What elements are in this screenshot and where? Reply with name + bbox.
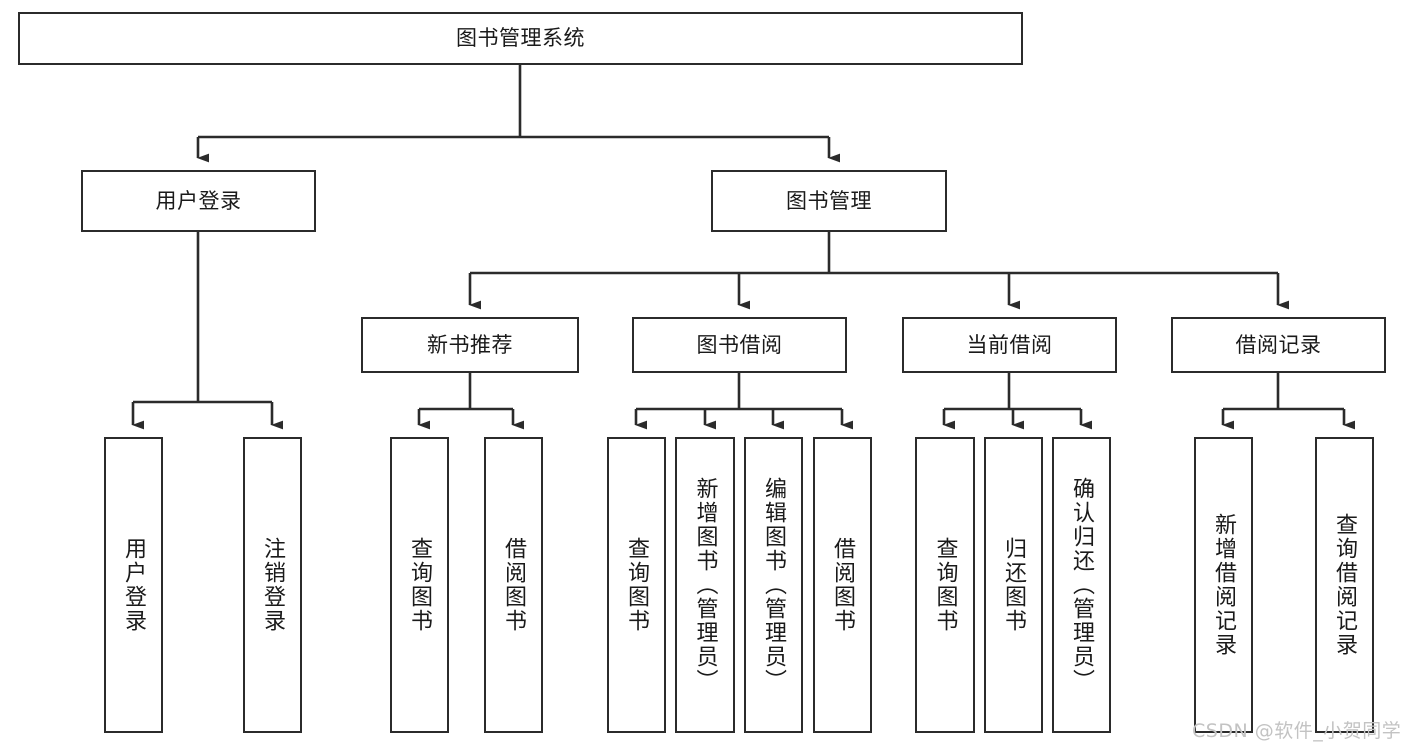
node-label: 确认归还（管理员） bbox=[1069, 477, 1095, 693]
node-leaf-borrow-book-1[interactable]: 借阅图书 bbox=[484, 437, 543, 733]
node-leaf-query-record[interactable]: 查询借阅记录 bbox=[1315, 437, 1374, 733]
node-label: 归还图书 bbox=[1001, 537, 1027, 633]
node-label: 借阅图书 bbox=[830, 537, 856, 633]
node-leaf-query-book-1[interactable]: 查询图书 bbox=[390, 437, 449, 733]
node-label: 借阅图书 bbox=[501, 537, 527, 633]
node-current-borrow[interactable]: 当前借阅 bbox=[902, 317, 1117, 373]
node-label: 借阅记录 bbox=[1235, 332, 1322, 357]
node-book-borrow[interactable]: 图书借阅 bbox=[632, 317, 847, 373]
node-label: 编辑图书（管理员） bbox=[761, 477, 787, 693]
node-leaf-confirm-return[interactable]: 确认归还（管理员） bbox=[1052, 437, 1111, 733]
node-label: 新增图书（管理员） bbox=[692, 477, 718, 693]
node-root[interactable]: 图书管理系统 bbox=[18, 12, 1023, 65]
node-leaf-query-book-2[interactable]: 查询图书 bbox=[607, 437, 666, 733]
node-leaf-edit-book[interactable]: 编辑图书（管理员） bbox=[744, 437, 803, 733]
node-label: 查询图书 bbox=[932, 537, 958, 633]
node-label: 图书管理 bbox=[786, 188, 872, 213]
node-label: 新增借阅记录 bbox=[1211, 513, 1237, 657]
node-book-manage[interactable]: 图书管理 bbox=[711, 170, 947, 232]
node-leaf-user-login[interactable]: 用户登录 bbox=[104, 437, 163, 733]
node-leaf-query-book-3[interactable]: 查询图书 bbox=[915, 437, 975, 733]
node-label: 图书管理系统 bbox=[456, 26, 585, 51]
node-leaf-logout[interactable]: 注销登录 bbox=[243, 437, 302, 733]
node-leaf-borrow-book-2[interactable]: 借阅图书 bbox=[813, 437, 872, 733]
node-label: 查询借阅记录 bbox=[1332, 513, 1358, 657]
node-label: 新书推荐 bbox=[427, 332, 513, 357]
node-label: 注销登录 bbox=[260, 537, 286, 633]
node-label: 当前借阅 bbox=[966, 332, 1053, 357]
node-new-book-rec[interactable]: 新书推荐 bbox=[361, 317, 579, 373]
node-leaf-add-record[interactable]: 新增借阅记录 bbox=[1194, 437, 1253, 733]
node-label: 用户登录 bbox=[155, 188, 242, 213]
node-label: 用户登录 bbox=[121, 537, 147, 633]
node-borrow-record[interactable]: 借阅记录 bbox=[1171, 317, 1386, 373]
node-user-login[interactable]: 用户登录 bbox=[81, 170, 316, 232]
node-label: 查询图书 bbox=[624, 537, 650, 633]
node-leaf-return-book[interactable]: 归还图书 bbox=[984, 437, 1043, 733]
node-label: 查询图书 bbox=[407, 537, 433, 633]
node-label: 图书借阅 bbox=[696, 332, 783, 357]
node-leaf-add-book[interactable]: 新增图书（管理员） bbox=[675, 437, 735, 733]
